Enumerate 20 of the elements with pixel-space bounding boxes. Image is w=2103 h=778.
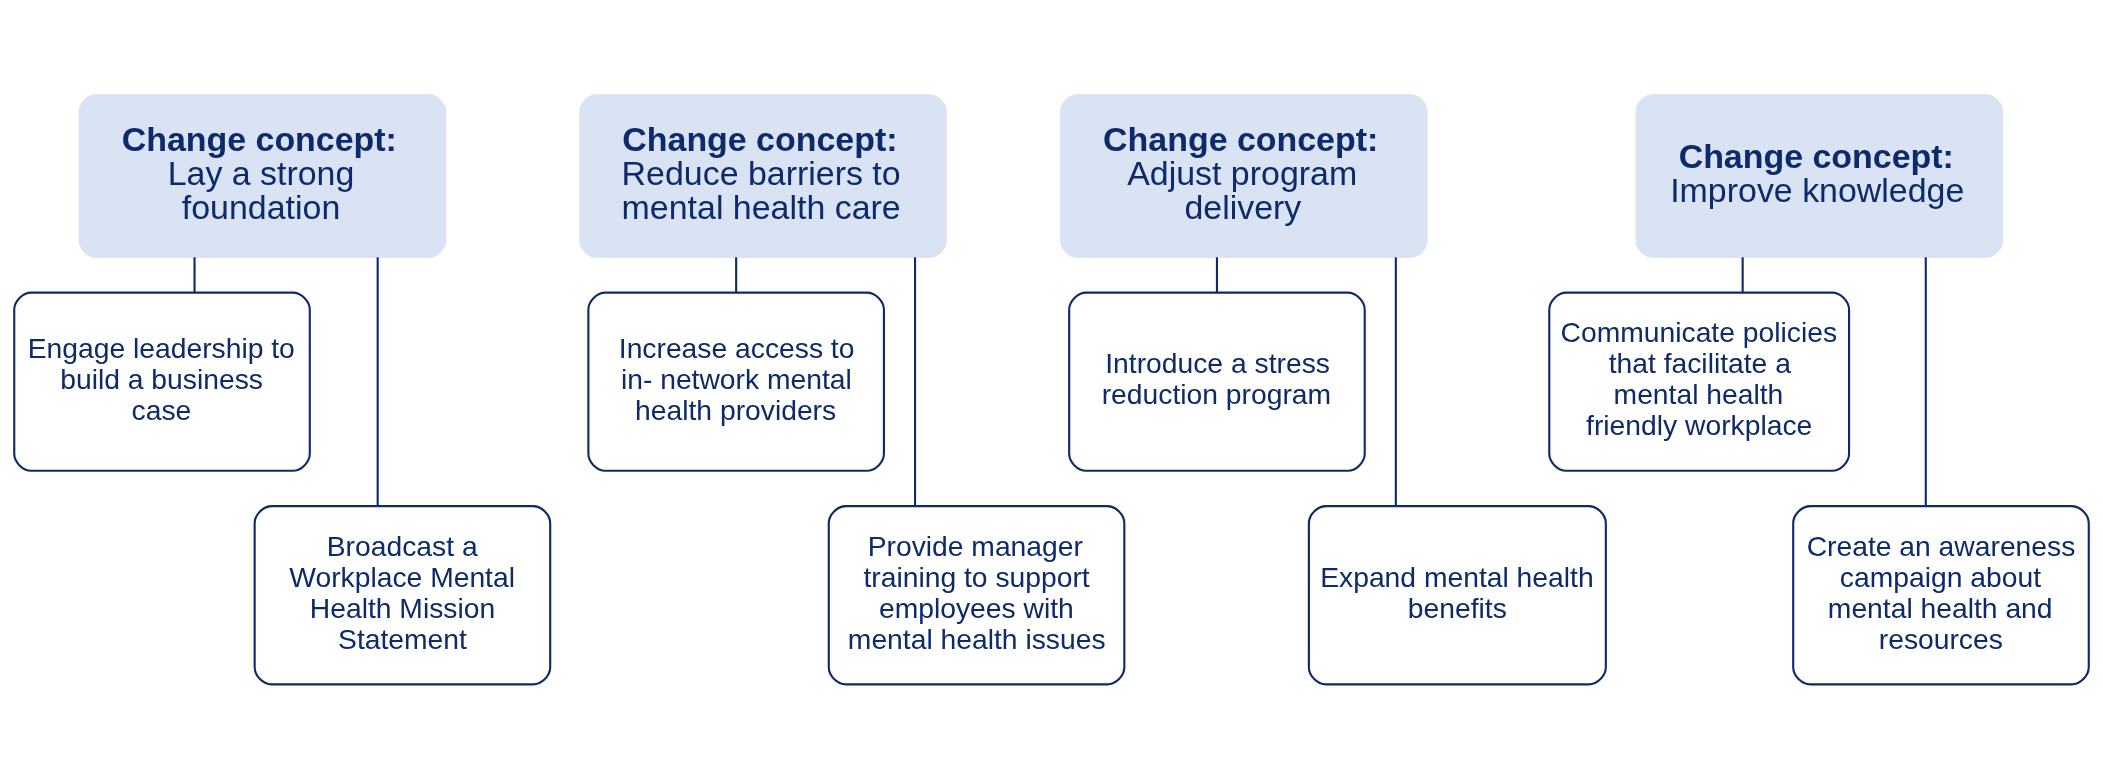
connector [193, 256, 196, 292]
node-box: Create an awareness campaign about mental health and resources [1792, 504, 2090, 685]
connector [376, 256, 379, 506]
connector [914, 256, 917, 506]
node-box: Engage leadership to build a business case [13, 291, 311, 472]
node-box: Change concept: Improve knowledge [1635, 93, 2004, 258]
node-box: Change concept: Adjust program delivery [1060, 93, 1428, 258]
node-box: Change concept: Reduce barriers to mental health care [579, 93, 947, 258]
connector [735, 256, 738, 292]
connector [1741, 256, 1744, 292]
node-box: Expand mental health benefits [1307, 504, 1607, 685]
node-box: Provide manager training to support employees with mental health issues [827, 504, 1126, 685]
connector [1215, 256, 1218, 292]
connector [1394, 256, 1397, 506]
node-box: Increase access to in- network mental health providers [587, 291, 885, 472]
node-box: Broadcast a Workplace Mental Health Mission Statement [253, 504, 552, 685]
node-box: Change concept: Lay a strong foundation [78, 93, 447, 258]
node-box: Communicate policies that facilitate a mental health friendly workplace [1548, 291, 1851, 472]
node-box: Introduce a stress reduction program [1068, 291, 1366, 472]
connector [1924, 256, 1927, 506]
